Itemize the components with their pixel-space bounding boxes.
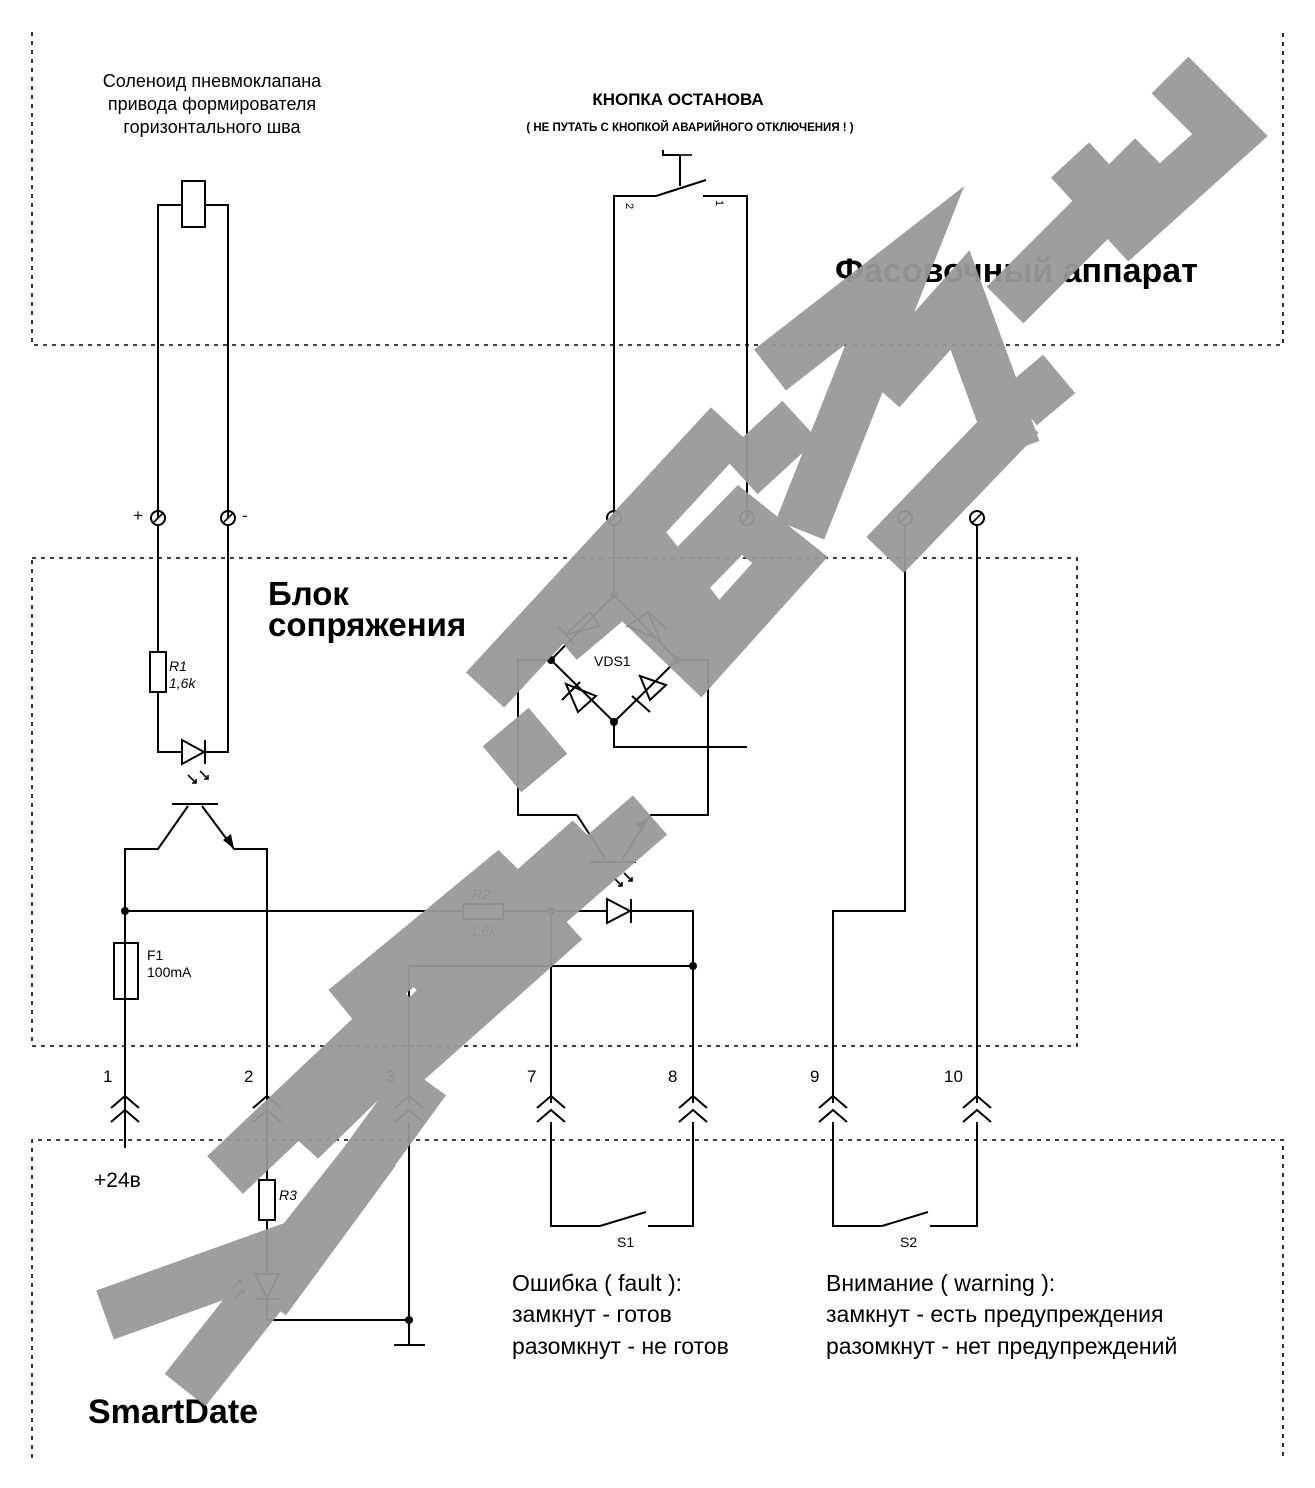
fault-title: Ошибка ( fault ): xyxy=(512,1270,682,1296)
terminal xyxy=(969,510,985,526)
phototransistor-1 xyxy=(124,803,268,1103)
stop-button-switch xyxy=(613,150,748,518)
warning-wires xyxy=(832,525,978,1103)
stop-button-pin1: 1 xyxy=(713,200,725,206)
junction-dot xyxy=(689,962,697,970)
switch-s1 xyxy=(550,1122,694,1227)
ground-symbol xyxy=(394,1122,425,1346)
region-machine-box xyxy=(31,32,1284,346)
r1-value: 1,6k xyxy=(169,675,196,691)
pin-label-10: 10 xyxy=(944,1067,963,1086)
junction-dot xyxy=(405,1316,413,1324)
terminal-plus-label: + xyxy=(133,506,143,525)
f1-name: F1 xyxy=(147,947,164,963)
s1-label: S1 xyxy=(617,1234,634,1250)
fault-closed: замкнут - готов xyxy=(512,1301,672,1327)
warning-closed: замкнут - есть предупреждения xyxy=(826,1301,1163,1327)
switch-s2 xyxy=(832,1122,978,1227)
solenoid-label-line1: Соленоид пневмоклапана xyxy=(103,71,322,91)
solenoid-coil xyxy=(157,180,229,518)
pin-label-2: 2 xyxy=(244,1067,253,1086)
region-smartdate-box xyxy=(31,1139,1284,1458)
interface-title-line1: Блок xyxy=(268,575,349,612)
solenoid-label-line3: горизонтального шва xyxy=(123,117,301,137)
vds1-label: VDS1 xyxy=(594,653,631,669)
s2-label: S2 xyxy=(900,1234,917,1250)
r1-name: R1 xyxy=(169,658,187,674)
solenoid-label-line2: привода формирователя xyxy=(108,94,316,114)
region-interface-box xyxy=(31,557,1078,1047)
supply-label: +24в xyxy=(94,1169,141,1192)
terminal-minus-label: - xyxy=(242,506,248,525)
r3-name: R3 xyxy=(279,1187,297,1203)
led-optocoupler-2 xyxy=(606,872,694,1103)
pin-label-7: 7 xyxy=(527,1067,536,1086)
watermark-logo xyxy=(96,56,1268,1407)
junction-dot xyxy=(610,718,618,726)
fault-open: разомкнут - не готов xyxy=(512,1333,729,1359)
warning-title: Внимание ( warning ): xyxy=(826,1270,1055,1296)
pin-label-8: 8 xyxy=(668,1067,677,1086)
f1-value: 100mA xyxy=(147,964,192,980)
warning-open: разомкнут - нет предупреждений xyxy=(826,1333,1177,1359)
fuse-f1 xyxy=(113,942,139,1000)
stop-button-note: ( НЕ ПУТАТЬ С КНОПКОЙ АВАРИЙНОГО ОТКЛЮЧЕ… xyxy=(526,121,853,134)
pin-label-9: 9 xyxy=(810,1067,819,1086)
smartdate-title: SmartDate xyxy=(88,1393,258,1431)
stop-button-pin2: 2 xyxy=(623,203,635,209)
resistor-r1 xyxy=(149,525,182,753)
led-optocoupler-1 xyxy=(181,525,229,784)
interface-title-line2: сопряжения xyxy=(268,606,466,643)
pin-label-1: 1 xyxy=(103,1067,112,1086)
stop-button-title: КНОПКА ОСТАНОВА xyxy=(592,90,763,109)
terminal-strip xyxy=(150,510,985,526)
